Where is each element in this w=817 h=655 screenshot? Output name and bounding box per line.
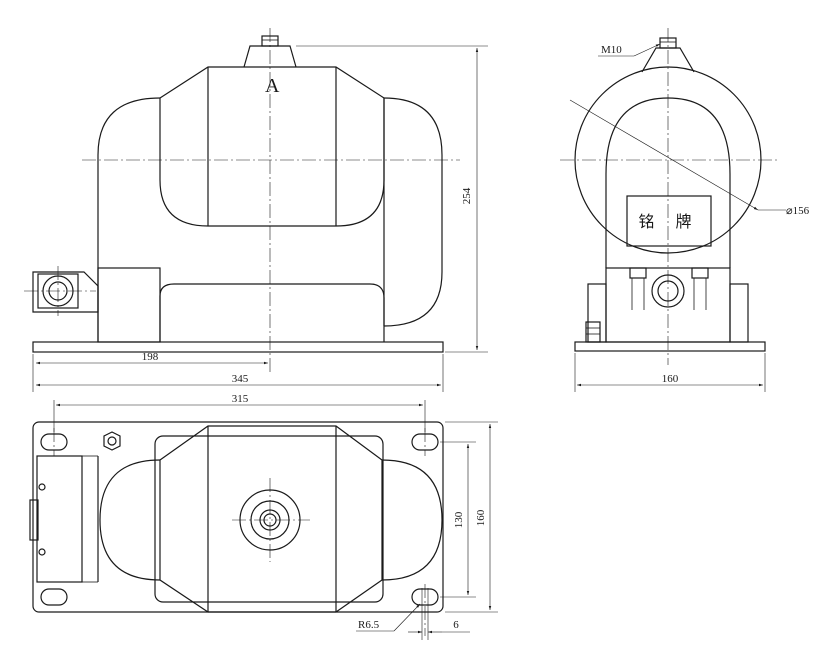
front-window [159, 98, 385, 227]
front-step-block [97, 267, 161, 343]
terminal-mark-A: A [265, 75, 280, 97]
front-left-leg [97, 97, 161, 342]
radius-label-R6.5: R6.5 [358, 619, 380, 631]
thread-label-M10: M10 [601, 44, 622, 56]
nameplate [626, 195, 712, 247]
mount-slot-bottom-left [40, 588, 68, 606]
dim-198: 198 [142, 351, 159, 363]
side-stud-right [691, 267, 709, 279]
plan-left-coil [99, 459, 161, 581]
dim-plan-160: 160 [475, 509, 487, 526]
plan-ground-bolt [103, 431, 121, 451]
side-ground-bolt [585, 321, 601, 343]
dim-345: 345 [232, 373, 249, 385]
plan-core-outline [154, 435, 384, 603]
dim-130: 130 [453, 511, 465, 528]
plan-view: 315 130 160 R6.5 6 [29, 393, 498, 640]
dim-side-width-160: 160 [662, 373, 679, 385]
diameter-label-156: ⌀156 [786, 205, 810, 217]
plan-right-coil [381, 459, 443, 581]
front-lower-housing [159, 283, 385, 342]
plan-central-housing [159, 425, 383, 613]
slot-width-6: 6 [453, 619, 459, 631]
front-right-leg [383, 97, 443, 327]
front-view: A 254 198 345 [24, 28, 488, 392]
dim-height-254: 254 [461, 187, 473, 204]
side-stud-left [629, 267, 647, 279]
side-view: 铭 牌 M10 ⌀156 160 [560, 28, 810, 392]
side-right-bracket [729, 283, 749, 343]
front-secondary-box [32, 271, 99, 313]
front-top-housing [159, 66, 385, 326]
plan-secondary-box [36, 455, 83, 583]
front-base-plate [32, 341, 444, 353]
side-left-bracket [587, 283, 607, 343]
nameplate-text: 铭 牌 [638, 212, 699, 231]
side-base-plate [574, 341, 766, 352]
dim-315: 315 [232, 393, 249, 405]
